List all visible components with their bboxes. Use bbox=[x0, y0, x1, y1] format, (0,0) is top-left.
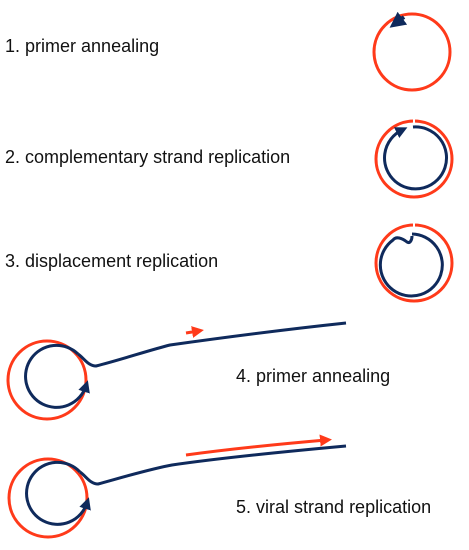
step-3-label: 3. displacement replication bbox=[5, 251, 218, 272]
step-4-primer-arrow bbox=[185, 326, 204, 338]
step-1-text: primer annealing bbox=[25, 36, 160, 56]
step-4-displaced-tail bbox=[77, 321, 347, 368]
step-3-complementary-strand bbox=[378, 232, 444, 298]
step-2-label: 2. complementary strand replication bbox=[5, 147, 290, 168]
step-4-number: 4. bbox=[236, 366, 252, 386]
step-4-text: primer annealing bbox=[256, 366, 391, 386]
step-2-complementary-strand bbox=[383, 125, 449, 191]
step-4-label: 4. primer annealing bbox=[236, 366, 390, 387]
step-3-number: 3. bbox=[5, 251, 21, 271]
step-5-diagram bbox=[7, 434, 347, 539]
step-3-diagram bbox=[374, 223, 454, 303]
step-1-diagram bbox=[372, 11, 452, 92]
step-4-diagram bbox=[6, 321, 347, 421]
step-5-viral-circle bbox=[7, 457, 89, 539]
step-5-text: viral strand replication bbox=[256, 497, 432, 517]
step-2-number: 2. bbox=[5, 147, 21, 167]
step-2-viral-circle bbox=[374, 119, 454, 199]
step-3-text: displacement replication bbox=[25, 251, 219, 271]
step-1-label: 1. primer annealing bbox=[5, 36, 159, 57]
step-2-diagram bbox=[374, 119, 454, 199]
step-2-text: complementary strand replication bbox=[25, 147, 291, 167]
step-3-viral-circle bbox=[374, 223, 454, 303]
step-5-displaced-tail bbox=[79, 444, 347, 486]
step-5-number: 5. bbox=[236, 497, 252, 517]
step-5-complementary-circle bbox=[25, 460, 91, 526]
step-5-label: 5. viral strand replication bbox=[236, 497, 431, 518]
step-1-number: 1. bbox=[5, 36, 21, 56]
step-4-complementary-circle bbox=[24, 343, 90, 409]
step-1-viral-circle bbox=[372, 12, 452, 92]
step-1-primer-arrow bbox=[389, 11, 408, 28]
step-4-viral-circle bbox=[6, 339, 88, 421]
step-5-new-viral-strand bbox=[185, 434, 332, 457]
